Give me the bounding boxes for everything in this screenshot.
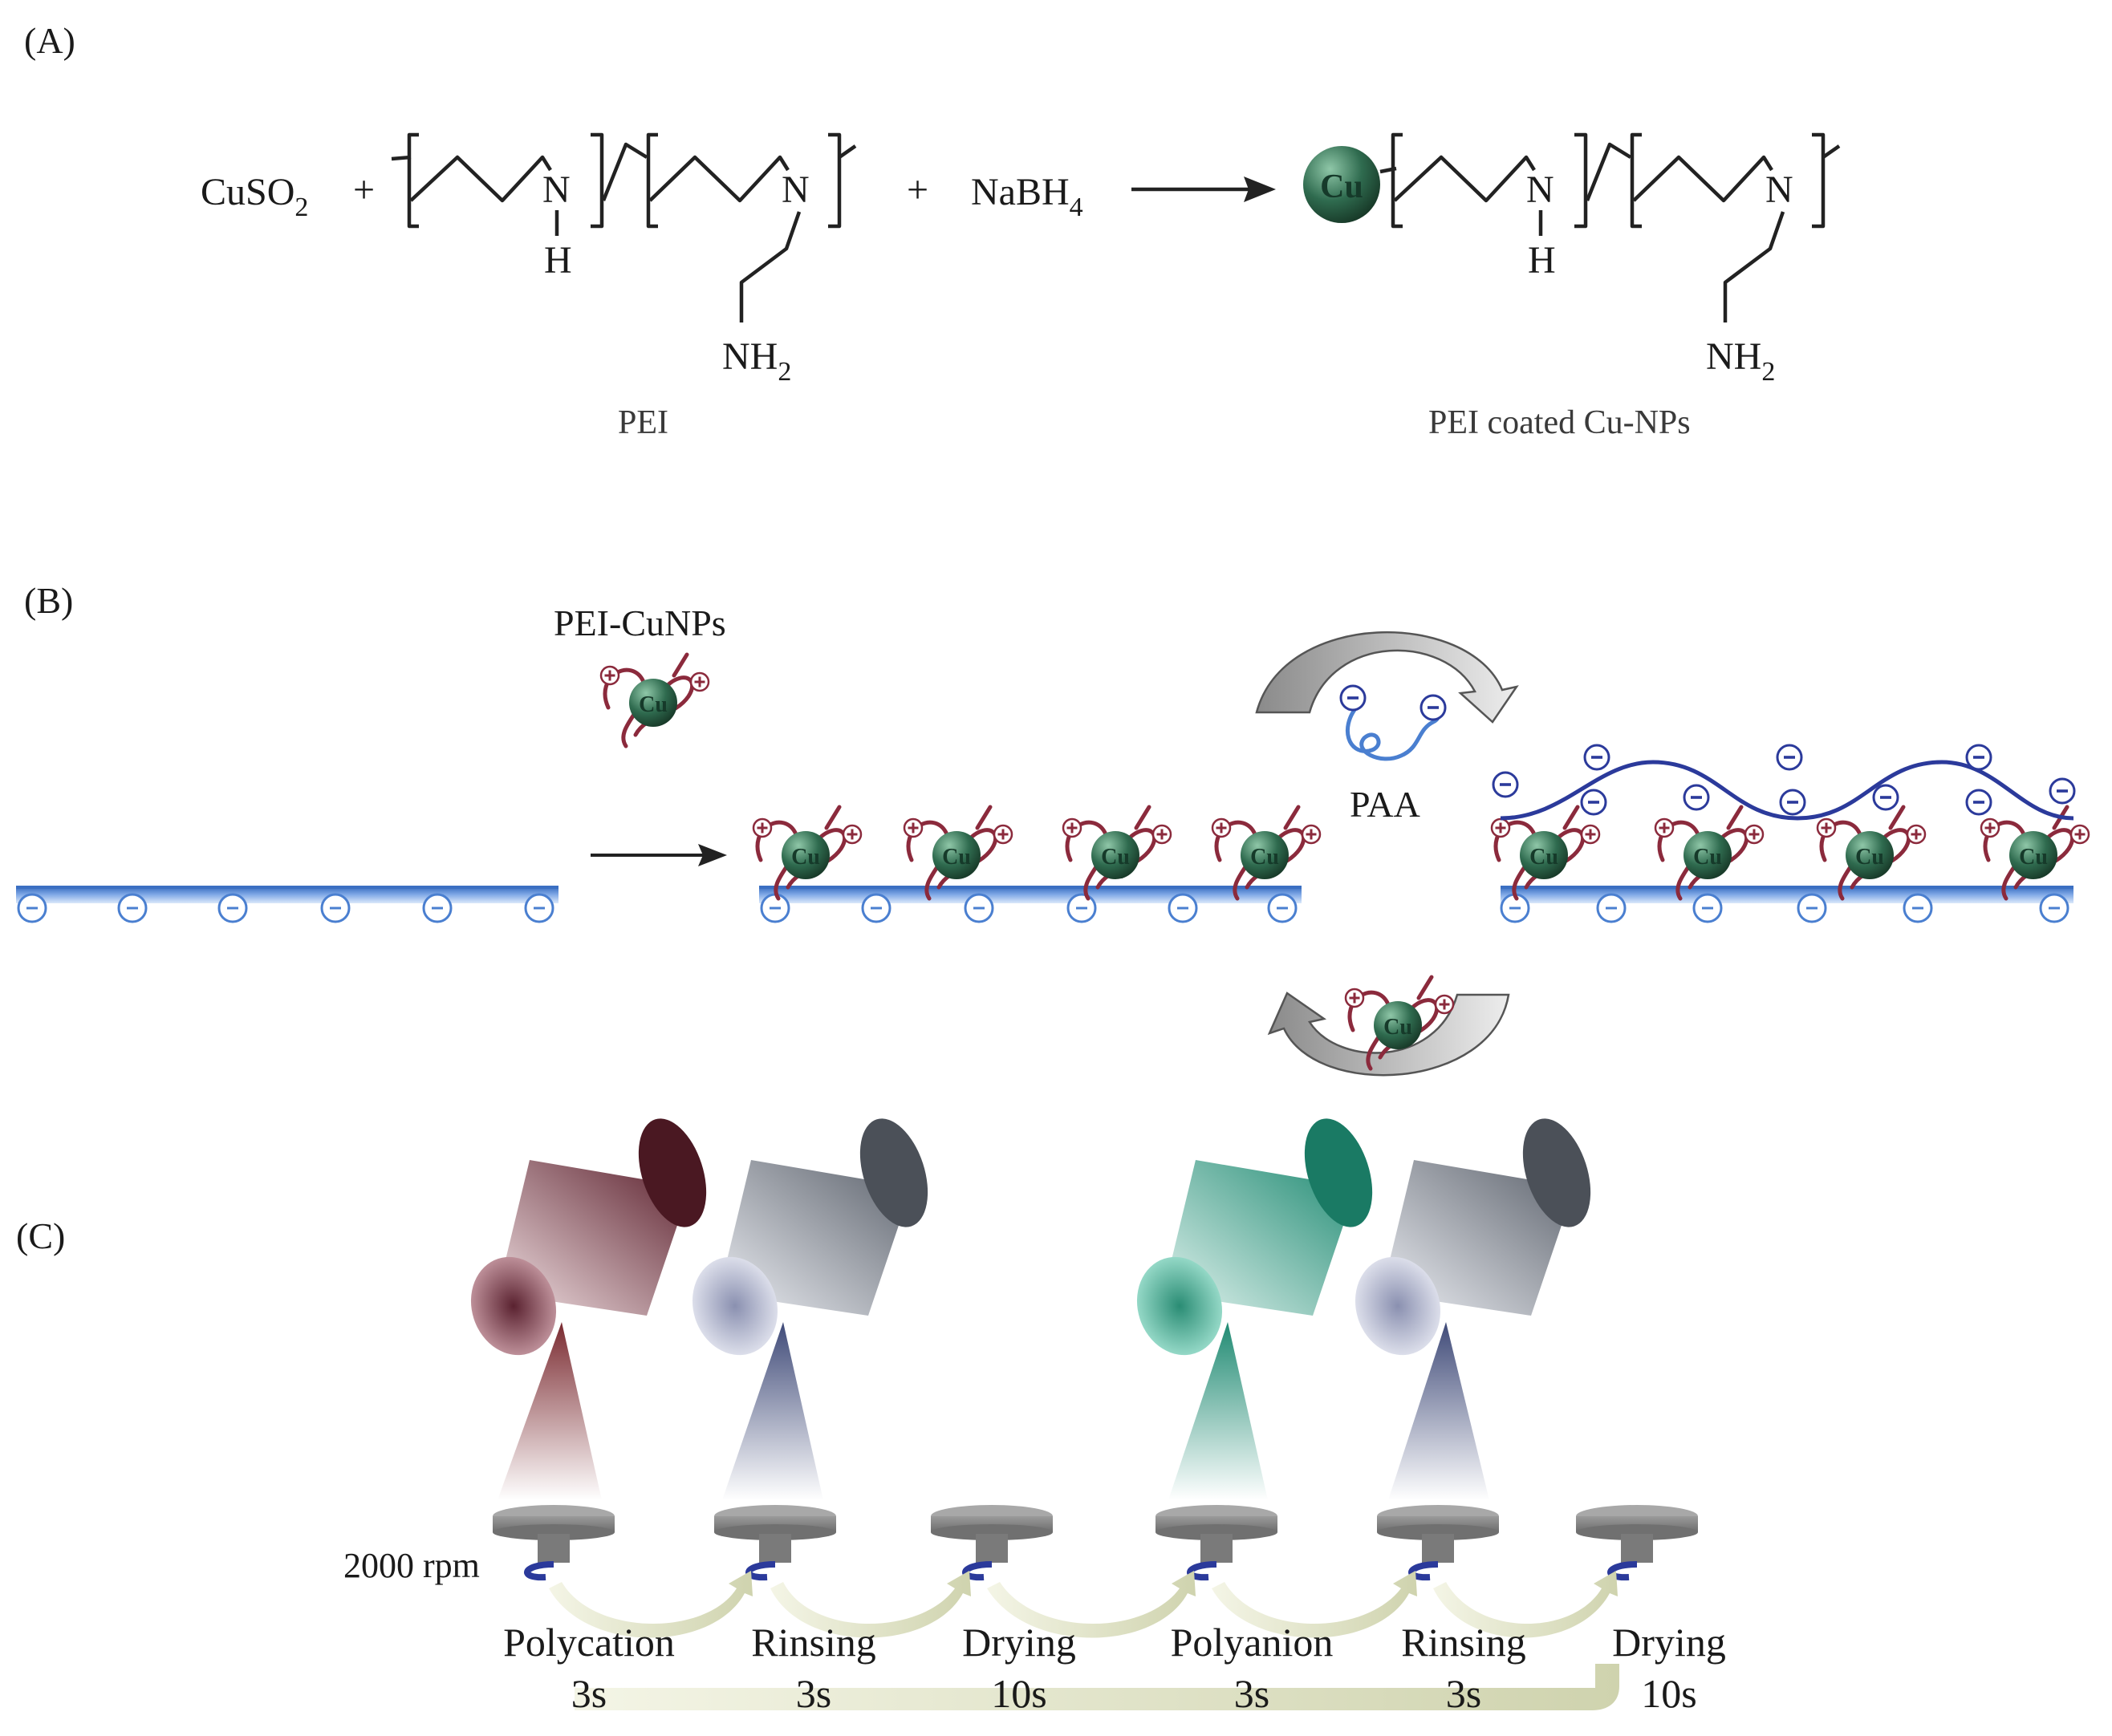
product-n2: N: [1765, 168, 1793, 211]
step-labels: Polycation 3s Rinsing 3s Drying 10s Poly…: [503, 1620, 1726, 1716]
product-h: H: [1528, 239, 1556, 282]
panel-c-label: (C): [16, 1215, 65, 1256]
substrate-bare: [16, 886, 558, 923]
paa-layer-wave: [1500, 760, 2074, 821]
substrate-pei-layer: [753, 807, 1320, 923]
cu-symbol: Cu: [1320, 168, 1363, 205]
forward-flow-arrows: [549, 1571, 1618, 1638]
step-4-time: 3s: [1234, 1671, 1269, 1716]
step-1-time: 3s: [571, 1671, 607, 1716]
pei-n2: N: [782, 168, 810, 211]
substrate-multilayer: [1492, 744, 2089, 923]
paa-label: PAA: [1350, 784, 1420, 825]
panel-a-label: (A): [24, 20, 75, 61]
adsorption-arrow: [591, 844, 727, 866]
reaction-scheme: CuSO2 + N H N NH2 + NaBH4: [201, 132, 1841, 441]
step-2-time: 3s: [796, 1671, 831, 1716]
plus-sign-2: +: [907, 168, 928, 211]
reducer-nabh4: NaBH4: [971, 171, 1083, 222]
spin-disk-6: [1576, 1505, 1698, 1581]
spray-nozzle-rinsing-1: [692, 1118, 928, 1500]
pei-n1: N: [542, 168, 571, 211]
spray-nozzle-rinsing-2: [1355, 1118, 1591, 1500]
pei-h: H: [544, 239, 572, 282]
pei-cunps-label: PEI-CuNPs: [554, 602, 726, 643]
pei-nh2: NH2: [722, 335, 791, 387]
panel-b-label: (B): [24, 580, 73, 621]
step-5-name: Rinsing: [1401, 1620, 1526, 1665]
step-3-time: 10s: [991, 1671, 1046, 1716]
pei-cunp-particle: [601, 655, 709, 746]
product-structure: Cu N H N NH2: [1303, 132, 1841, 387]
step-2-name: Rinsing: [751, 1620, 876, 1665]
caption-pei: PEI: [618, 404, 668, 441]
spray-stations: [470, 1118, 1698, 1638]
step-1-name: Polycation: [503, 1620, 675, 1665]
step-5-time: 3s: [1446, 1671, 1481, 1716]
spin-disk-1: [493, 1505, 615, 1581]
step-4-name: Polyanion: [1171, 1620, 1334, 1665]
reactant-cuso2: CuSO2: [201, 171, 308, 222]
spray-nozzle-polycation: [470, 1118, 707, 1500]
step-6-time: 10s: [1641, 1671, 1696, 1716]
step-6-name: Drying: [1612, 1620, 1726, 1665]
product-n1: N: [1526, 168, 1554, 211]
reaction-arrow: [1131, 176, 1276, 202]
return-flow-arrow: [575, 1664, 1619, 1710]
pei-structure: N H N NH2: [391, 132, 857, 387]
step-3-name: Drying: [962, 1620, 1076, 1665]
cycle-arrow-top: [1255, 631, 1519, 724]
caption-pei-coated-cu-nps: PEI coated Cu-NPs: [1428, 404, 1691, 441]
cu-nanoparticle: [1303, 146, 1380, 223]
spray-nozzle-polyanion: [1136, 1118, 1373, 1500]
cycle-arrow-bottom: [1267, 992, 1510, 1077]
spin-disk-4: [1156, 1505, 1277, 1581]
rotation-speed-label: 2000 rpm: [343, 1546, 480, 1585]
plus-sign: +: [353, 168, 375, 211]
product-nh2: NH2: [1706, 335, 1775, 387]
spin-disk-5: [1377, 1505, 1499, 1581]
spin-disk-3: [931, 1505, 1053, 1581]
paa-polymer: [1341, 686, 1445, 759]
spin-disk-2: [714, 1505, 836, 1581]
